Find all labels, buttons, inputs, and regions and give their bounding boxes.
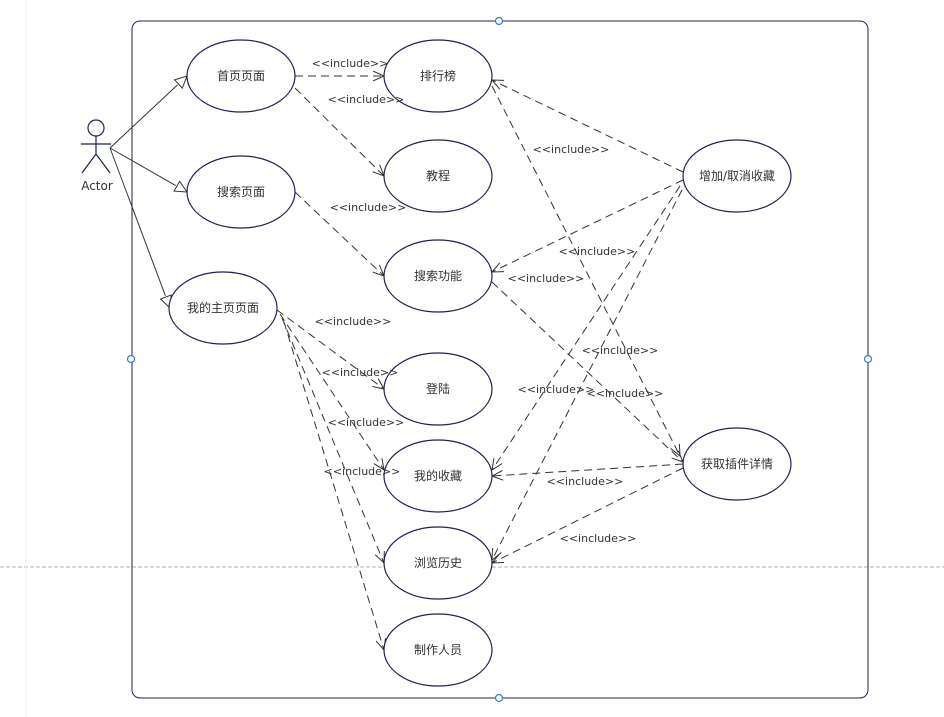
- use-case-label: 制作人员: [414, 643, 462, 657]
- solid-line: [109, 84, 178, 149]
- include-label: <<include>>: [328, 416, 405, 429]
- include-label: <<include>>: [587, 387, 664, 400]
- arrowhead: [491, 458, 503, 472]
- include-label: <<include>>: [582, 344, 659, 357]
- include-labels: <<include>><<include>><<include>><<inclu…: [312, 57, 664, 545]
- use-case-label: 搜索页面: [217, 184, 265, 199]
- include-label: <<include>>: [330, 201, 407, 214]
- use-case-ellipse: [383, 526, 493, 600]
- include-label: <<include>>: [518, 383, 595, 396]
- include-edge-toggle_fav-search_func[interactable]: [490, 179, 684, 273]
- dashed-line: [491, 467, 684, 564]
- use-case-ellipse: [682, 427, 792, 501]
- use-case-my_home[interactable]: 我的主页页面: [168, 271, 278, 345]
- include-edge-toggle_fav-ranking[interactable]: [490, 79, 684, 173]
- arrowhead: [373, 458, 385, 472]
- use-case-history[interactable]: 浏览历史: [383, 526, 493, 600]
- use-case-ellipse: [383, 39, 493, 113]
- use-case-ellipse: [383, 352, 493, 426]
- dashed-line: [491, 281, 684, 463]
- dashed-line: [281, 317, 385, 564]
- use-case-label: 获取插件详情: [701, 456, 773, 471]
- use-case-search_func[interactable]: 搜索功能: [383, 239, 493, 313]
- dashed-line: [491, 185, 681, 471]
- include-label: <<include>>: [559, 245, 636, 258]
- solid-line: [109, 147, 176, 186]
- use-case-toggle_fav[interactable]: 增加/取消收藏: [682, 139, 792, 213]
- actor-head-icon: [87, 119, 105, 137]
- include-label: <<include>>: [324, 465, 401, 478]
- dashed-line: [491, 179, 684, 273]
- use-case-ellipse: [383, 239, 493, 313]
- use-case-staff[interactable]: 制作人员: [383, 613, 493, 687]
- use-case-label: 教程: [426, 168, 450, 183]
- generalization-arrowhead: [173, 180, 188, 193]
- generalization-arrowhead: [173, 75, 188, 90]
- include-label: <<include>>: [328, 93, 405, 106]
- include-label: <<include>>: [547, 475, 624, 488]
- use-case-label: 我的主页页面: [187, 300, 259, 315]
- use-case-label: 我的收藏: [414, 468, 462, 483]
- include-label: <<include>>: [315, 315, 392, 328]
- use-case-ellipse: [383, 613, 493, 687]
- use-case-search_page[interactable]: 搜索页面: [186, 155, 296, 229]
- include-edge-my_home-my_fav[interactable]: [279, 313, 385, 472]
- include-label: <<include>>: [533, 143, 610, 156]
- use-case-ellipse: [383, 139, 493, 213]
- use-case-login[interactable]: 登陆: [383, 352, 493, 426]
- association-my_home[interactable]: [109, 147, 172, 310]
- use-case-my_fav[interactable]: 我的收藏: [383, 439, 493, 513]
- system-boundary[interactable]: [131, 20, 869, 699]
- use-case-ellipse: [383, 439, 493, 513]
- use-case-label: 增加/取消收藏: [699, 169, 775, 183]
- resize-handle[interactable]: [494, 693, 504, 703]
- use-case-label: 排行榜: [420, 68, 456, 83]
- use-case-ellipse: [682, 139, 792, 213]
- use-case-label: 搜索功能: [414, 268, 462, 283]
- actor[interactable]: Actor: [81, 119, 113, 193]
- dashed-line: [491, 85, 681, 457]
- use-case-label: 首页页面: [217, 69, 265, 83]
- use-case-plugin_detail[interactable]: 获取插件详情: [682, 427, 792, 501]
- use-case-ranking[interactable]: 排行榜: [383, 39, 493, 113]
- include-label: <<include>>: [508, 272, 585, 285]
- dashed-line: [491, 189, 683, 561]
- include-label: <<include>>: [560, 532, 637, 545]
- include-edge-search_func-plugin_detail[interactable]: [491, 281, 684, 463]
- actor-label: Actor: [81, 179, 113, 193]
- include-edge-toggle_fav-my_fav[interactable]: [491, 185, 681, 472]
- use-case-label: 登陆: [426, 381, 450, 396]
- include-edge-my_home-history[interactable]: [281, 317, 385, 565]
- dashed-line: [294, 191, 385, 277]
- include-edge-ranking-plugin_detail[interactable]: [491, 85, 681, 458]
- dashed-line: [283, 321, 385, 651]
- use-case-ellipse: [168, 271, 278, 345]
- use-case-tutorial[interactable]: 教程: [383, 139, 493, 213]
- dashed-line: [276, 309, 385, 390]
- association-home[interactable]: [109, 75, 188, 149]
- include-edge-home-ranking[interactable]: [295, 70, 386, 82]
- actor-body-icon: [81, 136, 111, 174]
- include-label: <<include>>: [322, 366, 399, 379]
- dashed-line: [279, 313, 385, 471]
- resize-handle[interactable]: [863, 354, 873, 364]
- dashed-line: [491, 463, 684, 477]
- resize-handle[interactable]: [126, 354, 136, 364]
- association-search_page[interactable]: [109, 147, 188, 193]
- include-label: <<include>>: [312, 57, 389, 70]
- dashed-line: [294, 87, 385, 177]
- use-case-label: 浏览历史: [414, 555, 462, 570]
- use-case-ellipse: [186, 155, 296, 229]
- solid-line: [109, 147, 166, 297]
- dashed-line: [491, 79, 684, 173]
- resize-handle[interactable]: [494, 16, 504, 26]
- use-case-home[interactable]: 首页页面: [186, 39, 296, 113]
- use-case-ellipse: [186, 39, 296, 113]
